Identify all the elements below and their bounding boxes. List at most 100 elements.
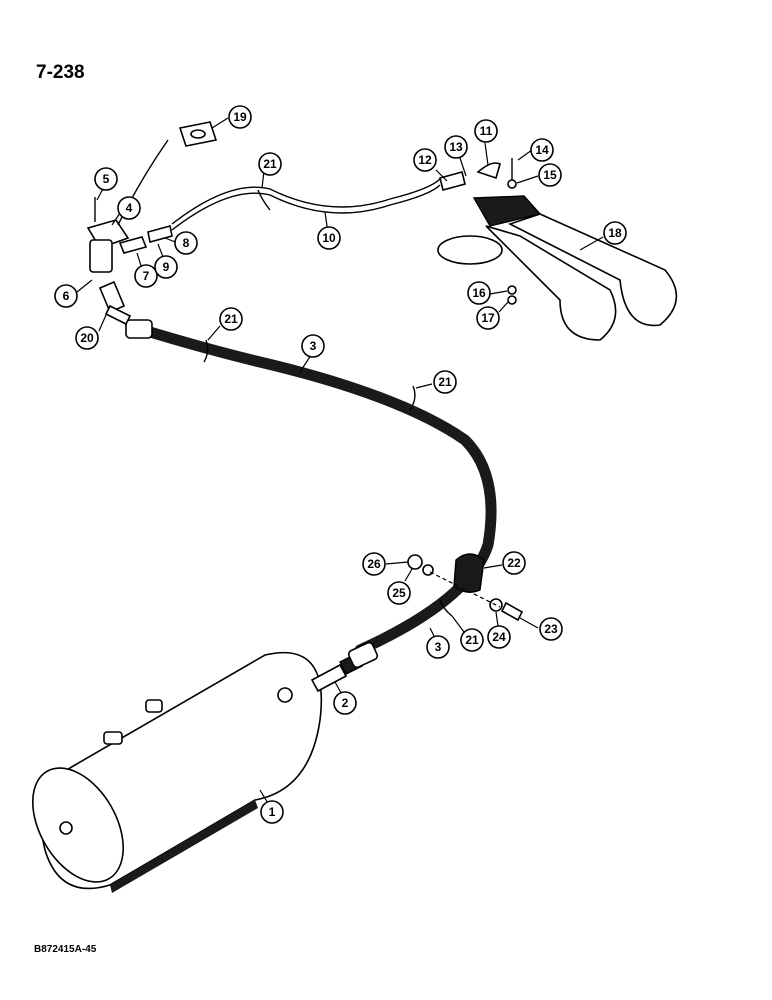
- page-number: 7-238: [36, 62, 85, 83]
- callout-circle: [54, 284, 78, 308]
- callout-21: 21: [433, 370, 457, 394]
- callout-label: 21: [438, 375, 452, 389]
- callout-label: 25: [392, 586, 406, 600]
- callout-circle: [228, 105, 252, 129]
- callout-circle: [603, 221, 627, 245]
- callout-circle: [539, 617, 563, 641]
- callout-label: 2: [342, 696, 349, 710]
- callout-label: 3: [435, 640, 442, 654]
- air-tubing: [171, 171, 466, 231]
- callout-circle: [426, 635, 450, 659]
- callout-circle: [154, 255, 178, 279]
- callout-22: 22: [502, 551, 526, 575]
- hose-clamp: [407, 553, 524, 622]
- callout-circle: [117, 196, 141, 220]
- callout-13: 13: [444, 135, 468, 159]
- callout-circle: [474, 119, 498, 143]
- callout-2: 2: [333, 691, 357, 715]
- callout-21: 21: [460, 628, 484, 652]
- callout-label: 12: [418, 153, 432, 167]
- callout-circle: [94, 167, 118, 191]
- callout-circle: [301, 334, 325, 358]
- callout-label: 3: [310, 339, 317, 353]
- callout-8: 8: [174, 231, 198, 255]
- callout-label: 16: [472, 286, 486, 300]
- callout-circle: [538, 163, 562, 187]
- air-tank: [31, 651, 323, 893]
- figure-code: B872415A-45: [34, 944, 97, 955]
- callout-label: 1: [269, 805, 276, 819]
- callout-7: 7: [134, 264, 158, 288]
- callout-label: 21: [224, 312, 238, 326]
- callout-19: 19: [228, 105, 252, 129]
- horn-valve: [86, 121, 218, 326]
- callout-label: 20: [80, 331, 94, 345]
- callout-circle: [444, 135, 468, 159]
- callout-circle: [219, 307, 243, 331]
- callout-3: 3: [301, 334, 325, 358]
- callout-26: 26: [362, 552, 386, 576]
- callout-circle: [467, 281, 491, 305]
- callout-label: 26: [367, 557, 381, 571]
- callout-6: 6: [54, 284, 78, 308]
- callout-18: 18: [603, 221, 627, 245]
- callout-label: 4: [126, 201, 133, 215]
- callout-23: 23: [539, 617, 563, 641]
- callout-circle: [75, 326, 99, 350]
- callout-25: 25: [387, 581, 411, 605]
- callout-17: 17: [476, 306, 500, 330]
- callout-circle: [433, 370, 457, 394]
- callout-circle: [134, 264, 158, 288]
- callout-circle: [258, 152, 282, 176]
- callout-label: 19: [233, 110, 247, 124]
- callout-15: 15: [538, 163, 562, 187]
- callout-label: 21: [465, 633, 479, 647]
- callout-circle: [460, 628, 484, 652]
- callout-5: 5: [94, 167, 118, 191]
- callout-circle: [487, 625, 511, 649]
- callout-16: 16: [467, 281, 491, 305]
- callout-label: 6: [63, 289, 70, 303]
- callout-circle: [362, 552, 386, 576]
- callout-circle: [476, 306, 500, 330]
- callout-20: 20: [75, 326, 99, 350]
- callout-label: 14: [535, 143, 549, 157]
- callout-1: 1: [260, 800, 284, 824]
- callout-label: 21: [263, 157, 277, 171]
- callout-11: 11: [474, 119, 498, 143]
- callout-circle: [174, 231, 198, 255]
- callout-label: 15: [543, 168, 557, 182]
- callout-label: 8: [183, 236, 190, 250]
- callout-label: 7: [143, 269, 150, 283]
- callout-circle: [333, 691, 357, 715]
- callout-circle: [387, 581, 411, 605]
- callout-label: 5: [103, 172, 110, 186]
- callout-9: 9: [154, 255, 178, 279]
- callout-12: 12: [413, 148, 437, 172]
- callout-4: 4: [117, 196, 141, 220]
- callout-label: 17: [481, 311, 495, 325]
- callout-label: 10: [322, 231, 336, 245]
- callout-14: 14: [530, 138, 554, 162]
- callout-label: 11: [480, 124, 493, 138]
- callout-label: 9: [163, 260, 170, 274]
- main-air-hose: [125, 319, 497, 669]
- callout-circle: [260, 800, 284, 824]
- callout-21: 21: [258, 152, 282, 176]
- callout-24: 24: [487, 625, 511, 649]
- callout-3: 3: [426, 635, 450, 659]
- air-horns: [437, 158, 678, 341]
- callout-10: 10: [317, 226, 341, 250]
- callout-circle: [502, 551, 526, 575]
- callout-label: 22: [507, 556, 521, 570]
- callout-circle: [413, 148, 437, 172]
- cable-ties: [203, 189, 453, 617]
- callout-label: 13: [449, 140, 463, 154]
- callout-label: 23: [544, 622, 558, 636]
- callout-label: 24: [492, 630, 506, 644]
- callout-circle: [317, 226, 341, 250]
- callout-label: 18: [608, 226, 622, 240]
- callout-21: 21: [219, 307, 243, 331]
